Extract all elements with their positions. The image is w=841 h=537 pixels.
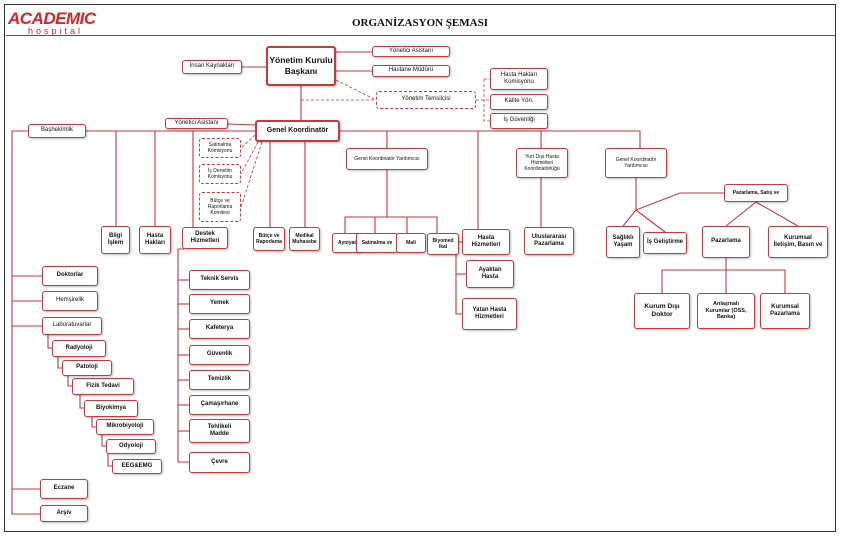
node-yonetim-kurulu-baskani: Yönetim Kurulu Başkanı (266, 46, 336, 86)
node-kurumsal-pazarlama: Kurumsal Pazarlama (760, 293, 810, 329)
node-hemsirelik: Hemşirelik (42, 291, 98, 311)
node-hasta-haklari-komisyonu: Hasta Hakları Komisyonu (490, 68, 548, 90)
node-tehlikeli-madde: Tehlikeli Madde (189, 419, 250, 443)
node-yonetici-asistani-top: Yönetici Asistanı (372, 46, 450, 57)
node-temizlik: Temizlik (189, 370, 250, 390)
connector-line-45 (67, 376, 72, 387)
node-genel-koordinator: Genel Koordinatör (255, 120, 340, 142)
connector-line-34 (725, 201, 757, 227)
node-saglikli-yasam: Sağlıklı Yaşam (606, 226, 640, 258)
connector-line-37 (726, 269, 786, 293)
chart-frame (4, 4, 836, 532)
hospital-logo: ACADEMIC hospital (8, 9, 96, 41)
node-is-guvenligi: İş Güvenliği (490, 113, 548, 129)
connector-line-33 (635, 209, 666, 233)
node-butce-raporlama: Bütçe ve Raporlama (253, 227, 285, 251)
connector-line-10 (11, 130, 255, 515)
connector-line-47 (91, 417, 96, 428)
connector-line-28 (455, 241, 462, 315)
node-ayaktan-hasta: Ayaktan Hasta (466, 260, 514, 288)
node-hasta-haklari: Hasta Hakları (139, 226, 171, 254)
connector-line-14 (240, 141, 263, 208)
node-kurum-disi-doktor: Kurum Dışı Doktor (634, 293, 690, 329)
logo-text: ACADEMIC (8, 9, 96, 28)
node-eczane: Eczane (40, 479, 88, 499)
node-kurumsal-iletisim: Kurumsal İletişim, Basın ve (768, 226, 828, 258)
connector-line-48 (101, 435, 106, 447)
node-patoloji: Patoloji (62, 360, 112, 376)
node-odyoloji: Odyoloji (106, 439, 156, 454)
connector-line-24 (344, 170, 388, 233)
header-divider (6, 35, 835, 36)
node-butce-raporlama-komitesi: Bütçe ve Raporlama Komitesi (199, 192, 241, 222)
connector-line-4 (335, 79, 377, 101)
node-gk-yardimcisi-2: Genel Koordinatör Yardımcısı (605, 148, 667, 178)
node-anlasmali-kurumlar: Anlaşmalı Kurumlar (ÖSS, Banka) (697, 293, 755, 329)
node-kafeterya: Kafeterya (189, 319, 250, 339)
node-ic-denetim-komisyonu: İç Denetim Komisyonu (199, 164, 241, 184)
node-destek-hizmetleri: Destek Hizmetleri (182, 227, 228, 249)
node-arsiv: Arşiv (40, 505, 88, 522)
connector-line-6 (483, 79, 490, 122)
connector-line-32 (622, 209, 637, 227)
node-bilgi-islem: Bilgi İşlem (101, 226, 130, 254)
connector-line-25 (387, 216, 438, 233)
connector-line-35 (755, 201, 799, 227)
node-guvenlik: Güvenlik (189, 345, 250, 365)
node-yurt-disi-hasta-koord: Yurt Dışı Hasta Hizmetleri Koordinatörlü… (516, 148, 568, 178)
node-yonetici-asistani-2: Yönetici Asistanı (165, 118, 228, 129)
node-hastane-muduru: Hastane Müdürü (372, 65, 450, 77)
node-satinalma-ve: Satınalma ve (356, 233, 398, 253)
node-biyokimya: Biyokimya (84, 400, 138, 417)
connector-line-49 (107, 454, 112, 467)
node-teknik-servis: Teknik Servis (189, 270, 250, 290)
node-biyomedikal: Biyomed ikal (427, 233, 459, 255)
node-yemek: Yemek (189, 294, 250, 314)
node-insan-kaynaklari: İnsan Kaynakları (182, 60, 242, 74)
node-pazarlama-satis: Pazarlama, Satış ve (724, 184, 788, 202)
node-medikal-muhasebe: Medikal Muhasebe (289, 227, 320, 251)
node-mali: Mali (396, 233, 426, 253)
node-yonetim-temsilcisi: Yönetim Temsilcisi (376, 91, 476, 109)
node-eeg-emg: EEG&EMG (112, 459, 162, 474)
node-laboratuvarlar: Laboratuvarlar (42, 317, 102, 335)
connector-line-15 (340, 130, 641, 148)
node-camasirhane: Çamaşırhane (189, 395, 250, 415)
node-is-gelistirme: İş Geliştirme (643, 232, 687, 254)
connector-line-43 (47, 335, 52, 349)
node-gk-yardimcisi-1: Genel Koordinatör Yardımcısı (346, 148, 428, 170)
node-fizik-tedavi: Fizik Tedavi (72, 378, 134, 395)
logo-subtext: hospital (28, 26, 84, 36)
node-radyoloji: Radyoloji (52, 340, 106, 357)
node-uluslararasi-pazarlama: Uluslararası Pazarlama (524, 227, 574, 255)
node-kalite-yon: Kalite Yön. (490, 94, 548, 110)
node-doktorlar: Doktorlar (42, 266, 98, 286)
connector-line-12 (240, 134, 256, 149)
connector-line-13 (240, 141, 259, 175)
node-bashekimlik: Başhekimlik (28, 124, 86, 138)
node-satinalma-komisyonu: Satınalma Komisyonu (199, 138, 241, 158)
page-title: ORGANİZASYON ŞEMASI (352, 17, 488, 29)
connector-line-9 (227, 123, 256, 126)
node-hasta-hizmetleri: Hasta Hizmetleri (462, 229, 510, 255)
connector-line-36 (661, 258, 727, 293)
node-mikrobiyoloji: Mikrobiyoloji (96, 419, 154, 435)
connector-line-46 (79, 395, 84, 409)
node-yatan-hasta: Yatan Hasta Hizmetleri (462, 298, 517, 330)
connector-line-44 (57, 357, 62, 369)
connector-line-31 (635, 178, 724, 211)
node-pazarlama: Pazarlama (702, 226, 750, 258)
node-cevre: Çevre (189, 452, 250, 473)
